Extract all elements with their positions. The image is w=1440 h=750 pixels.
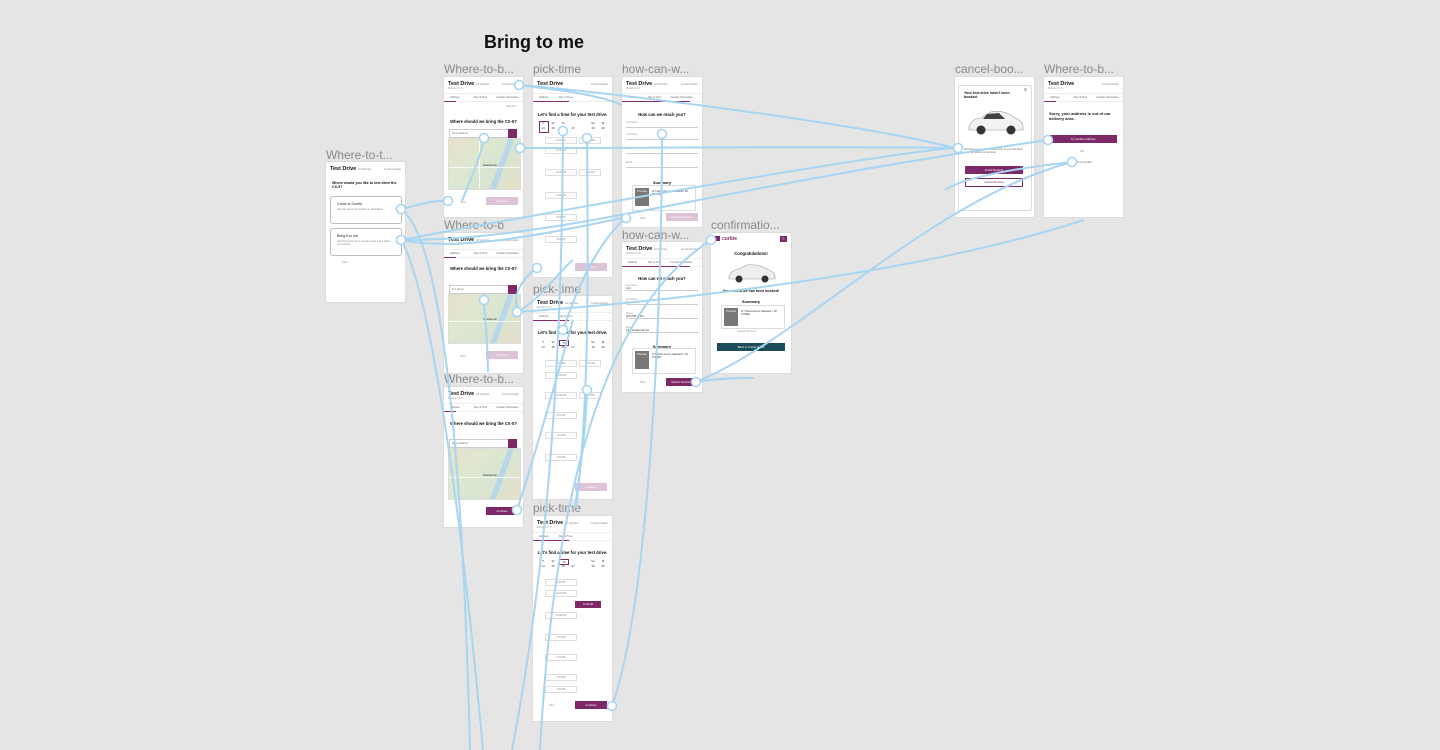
- connection-handle: [480, 134, 489, 143]
- connection-line: [520, 147, 958, 148]
- connection-handle: [608, 702, 617, 711]
- connection-line: [517, 220, 1084, 312]
- connection-line: [401, 201, 448, 209]
- connection-line: [462, 138, 484, 201]
- connection-handle: [692, 378, 701, 387]
- connection-line: [612, 134, 662, 706]
- connection-handle: [559, 326, 568, 335]
- connection-handle: [516, 144, 525, 153]
- connection-handle: [559, 127, 568, 136]
- connection-handle: [397, 236, 406, 245]
- connection-handle: [515, 81, 524, 90]
- connection-handle: [583, 386, 592, 395]
- connection-handle: [622, 214, 631, 223]
- connection-line: [401, 140, 1048, 240]
- connection-handle: [658, 130, 667, 139]
- connection-handle: [533, 264, 542, 273]
- connection-line: [401, 240, 483, 750]
- connection-line: [517, 320, 573, 510]
- connection-line: [519, 85, 622, 105]
- connection-line: [696, 162, 1072, 382]
- connection-handle: [513, 308, 522, 317]
- connection-line: [401, 148, 958, 240]
- connection-handle: [480, 296, 489, 305]
- connection-handle: [513, 506, 522, 515]
- connection-line: [517, 260, 573, 312]
- connection-handle: [954, 144, 963, 153]
- connection-line: [563, 218, 626, 330]
- connection-handle: [707, 236, 716, 245]
- connection-handle: [397, 205, 406, 214]
- connection-line: [484, 300, 488, 372]
- connection-handle: [583, 134, 592, 143]
- connection-handle: [1044, 136, 1053, 145]
- connection-handle: [444, 197, 453, 206]
- connection-line: [401, 209, 470, 750]
- connection-handle: [1068, 158, 1077, 167]
- connection-line: [540, 240, 711, 750]
